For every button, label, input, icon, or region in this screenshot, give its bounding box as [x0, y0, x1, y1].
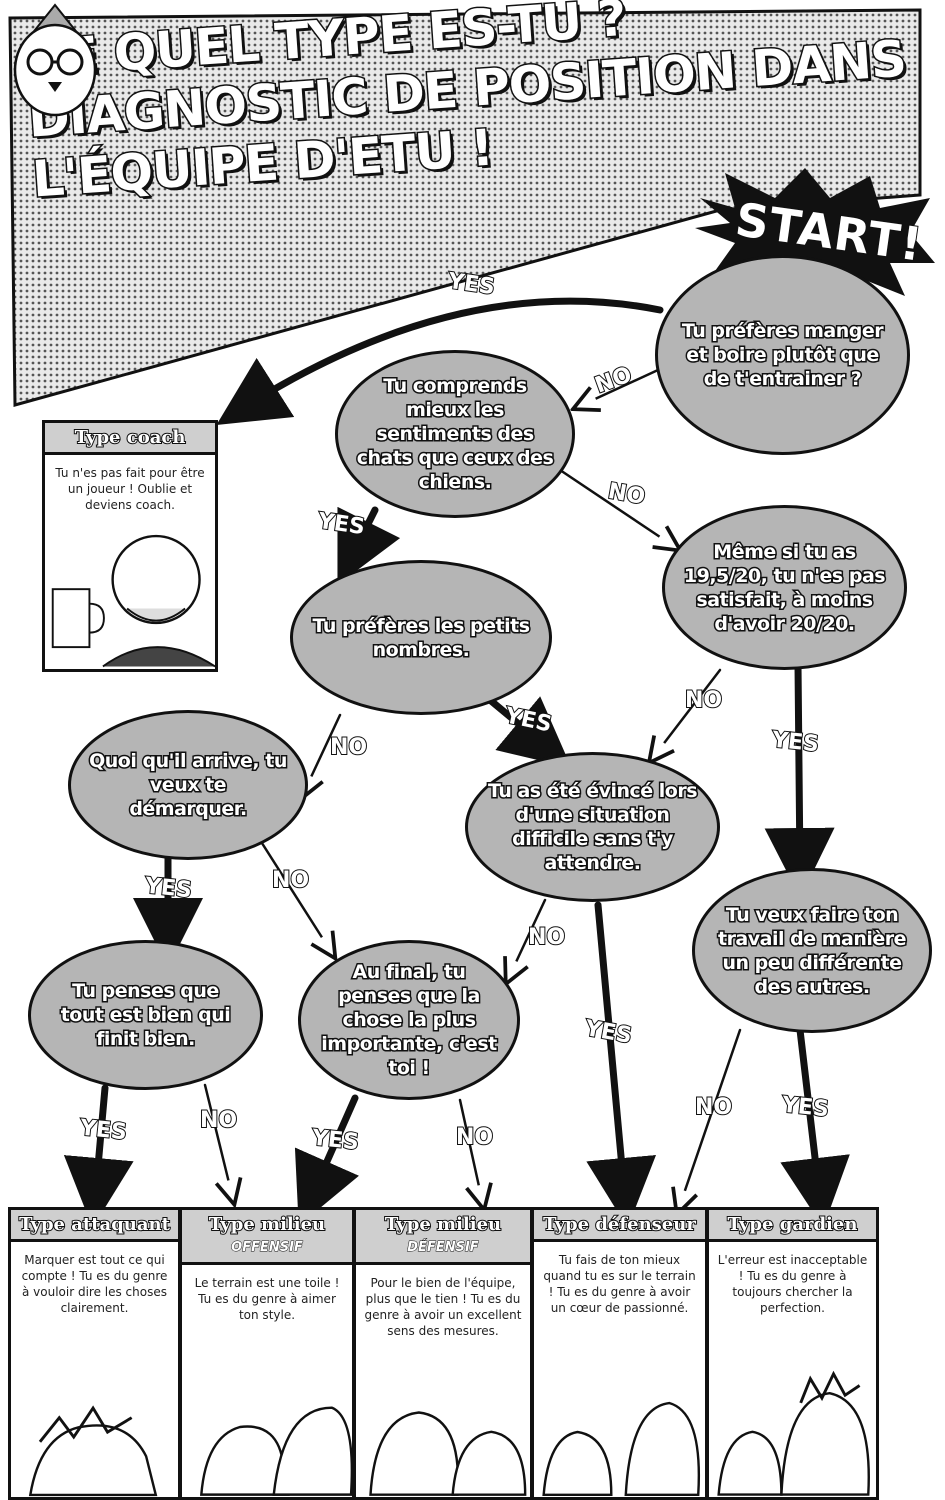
card-title: Type milieu DÉFENSIF: [356, 1210, 530, 1265]
question-text: Tu préfères manger et boire plutôt que d…: [680, 319, 885, 392]
card-description: Le terrain est une toile ! Tu es du genr…: [194, 1276, 340, 1322]
q8-no-label: NO: [199, 1107, 238, 1134]
q3-yes-arrow: [764, 661, 835, 898]
card-title: Type défenseur: [534, 1210, 705, 1242]
question-bubble-q4: Tu préfères les petits nombres.: [290, 560, 552, 715]
card-description: Pour le bien de l'équipe, plus que le ti…: [364, 1276, 522, 1338]
q9-yes-label: YES: [310, 1125, 361, 1157]
question-bubble-q5: Quoi qu'il arrive, tu veux te démarquer.: [68, 710, 308, 860]
result-card-milieu-defensif: Type milieu DÉFENSIF Pour le bien de l'é…: [353, 1207, 533, 1500]
q6-no-arrow: [510, 898, 547, 975]
card-title: Type attaquant: [11, 1210, 178, 1242]
q7-no-label: NO: [694, 1094, 733, 1121]
result-card-gardien: Type gardien L'erreur est inacceptable !…: [706, 1207, 879, 1500]
q9-no-label: NO: [455, 1124, 494, 1151]
player-illustration-icon: [28, 1405, 158, 1497]
q9-no-arrow: [458, 1098, 482, 1200]
q3-no-arrow: [655, 668, 722, 755]
card-title: Type milieu OFFENSIF: [182, 1210, 352, 1265]
penguin-mascot-icon: [13, 3, 97, 117]
coach-illustration-icon: [51, 534, 215, 668]
q8-no-arrow: [203, 1083, 232, 1195]
card-description: Marquer est tout ce qui compte ! Tu es d…: [21, 1253, 168, 1315]
q7-no-arrow: [680, 1028, 742, 1205]
player-illustration-icon: [717, 1370, 870, 1496]
card-description: Tu n'es pas fait pour être un joueur ! O…: [55, 466, 205, 512]
question-bubble-q9: Au final, tu penses que la chose la plus…: [298, 940, 520, 1100]
player-illustration-icon: [200, 1406, 352, 1496]
q7-yes-label: YES: [780, 1092, 831, 1124]
question-bubble-q6: Tu as été évincé lors d'une situation di…: [465, 752, 720, 902]
q1-no-arrow: [582, 368, 660, 405]
question-bubble-q3: Même si tu as 19,5/20, tu n'es pas satis…: [662, 505, 907, 670]
question-text: Même si tu as 19,5/20, tu n'es pas satis…: [682, 539, 887, 636]
question-text: Au final, tu penses que la chose la plus…: [320, 960, 499, 1081]
player-illustration-icon: [369, 1411, 527, 1496]
card-title: Type gardien: [709, 1210, 876, 1242]
q6-yes-arrow: [586, 901, 657, 1228]
q1-yes-arrow: [216, 297, 664, 426]
result-card-defenseur: Type défenseur Tu fais de ton mieux quan…: [531, 1207, 708, 1500]
question-text: Tu veux faire ton travail de manière un …: [716, 902, 908, 999]
q3-no-label: NO: [684, 687, 723, 714]
q3-yes-label: YES: [770, 727, 821, 759]
q5-yes-label: YES: [143, 873, 194, 905]
q9-yes-arrow: [294, 1094, 359, 1226]
question-text: Tu penses que tout est bien qui finit bi…: [59, 979, 232, 1052]
card-title: Type coach: [45, 423, 215, 455]
card-description: Tu fais de ton mieux quand tu es sur le …: [543, 1253, 696, 1315]
result-card-milieu-offensif: Type milieu OFFENSIF Le terrain est une …: [179, 1207, 355, 1500]
q5-no-arrow: [258, 838, 330, 950]
q4-no-label: NO: [329, 734, 368, 761]
question-bubble-q7: Tu veux faire ton travail de manière un …: [692, 868, 932, 1033]
q5-no-label: NO: [271, 867, 310, 894]
player-illustration-icon: [542, 1401, 701, 1497]
q8-yes-arrow: [63, 1084, 134, 1228]
question-bubble-q8: Tu penses que tout est bien qui finit bi…: [28, 940, 263, 1090]
title-band: DE QUEL TYPE ES-TU ? DIAGNOSTIC DE POSIT…: [0, 0, 945, 420]
question-bubble-q2: Tu comprends mieux les sentiments des ch…: [335, 350, 575, 518]
question-text: Tu comprends mieux les sentiments des ch…: [355, 374, 555, 495]
question-text: Tu préfères les petits nombres.: [311, 613, 532, 662]
result-card-coach: Type coach Tu n'es pas fait pour être un…: [42, 420, 218, 672]
q4-no-arrow: [305, 713, 342, 790]
q6-no-label: NO: [527, 924, 566, 951]
question-text: Tu as été évincé lors d'une situation di…: [486, 779, 699, 876]
card-description: L'erreur est inacceptable ! Tu es du gen…: [717, 1253, 868, 1315]
q7-yes-arrow: [780, 1026, 850, 1228]
question-text: Quoi qu'il arrive, tu veux te démarquer.: [88, 749, 289, 822]
q2-yes-arrow: [337, 506, 401, 586]
q8-yes-label: YES: [78, 1115, 129, 1147]
result-card-attaquant: Type attaquant Marquer est tout ce qui c…: [8, 1207, 181, 1500]
q2-no-arrow: [558, 468, 672, 545]
q4-yes-arrow: [486, 696, 572, 768]
question-bubble-q1: Tu préfères manger et boire plutôt que d…: [655, 255, 910, 455]
